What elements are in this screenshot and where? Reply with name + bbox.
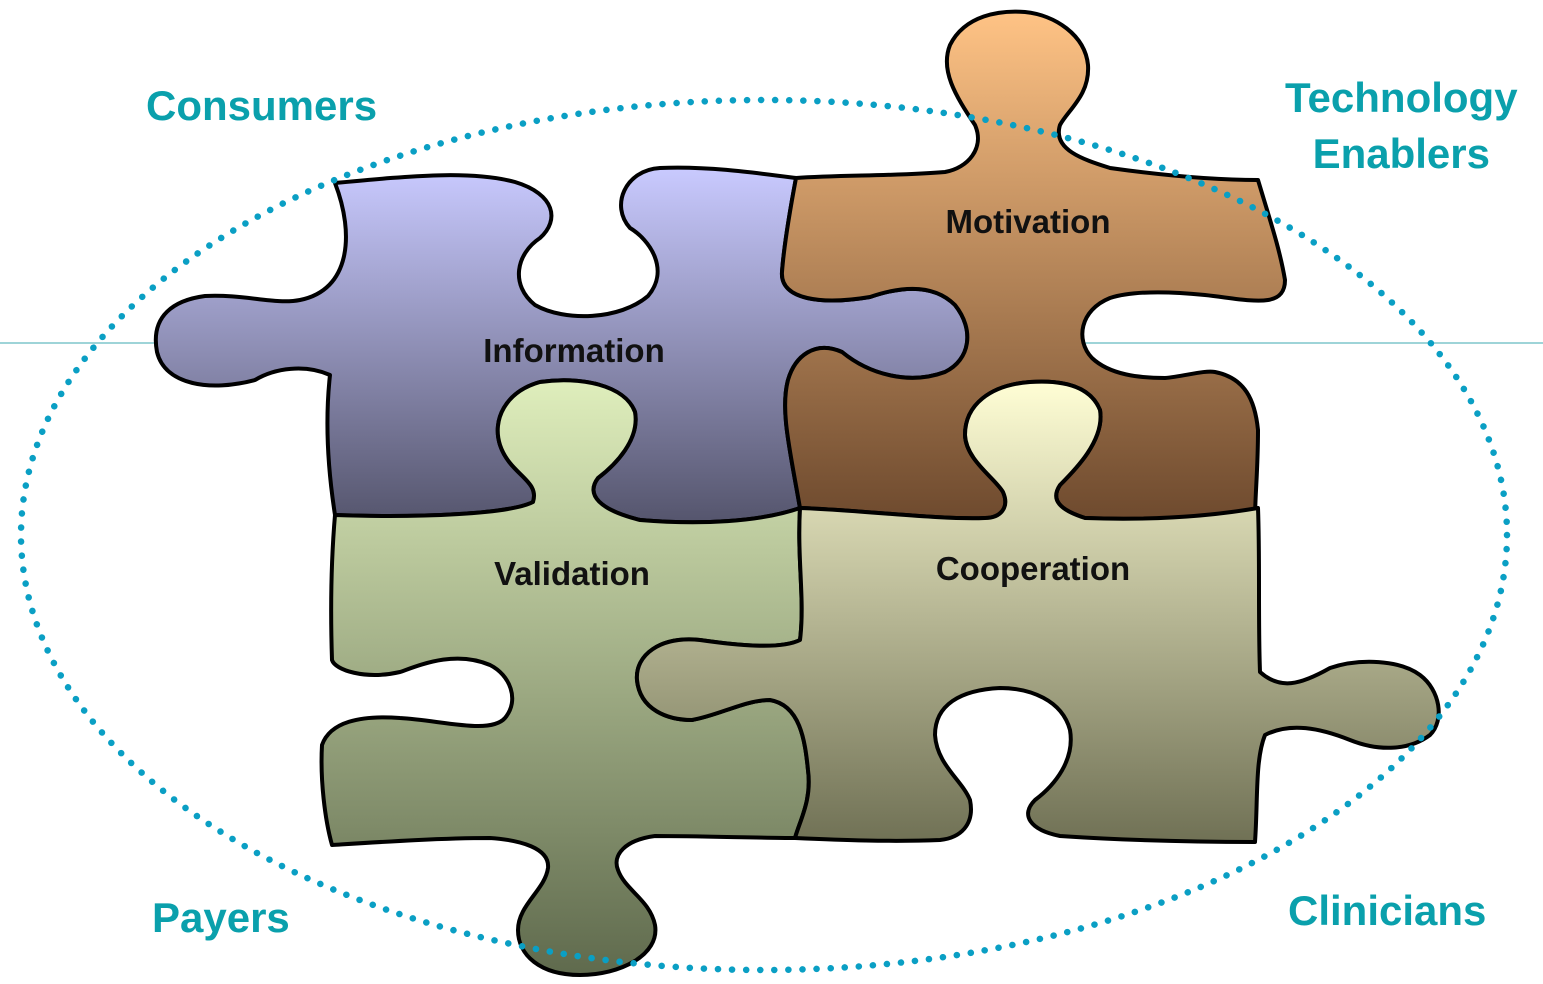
validation-piece [319, 378, 811, 977]
motivation-label: Motivation [946, 203, 1111, 240]
stakeholder-ellipse [17, 96, 1511, 974]
cooperation-label: Cooperation [936, 550, 1130, 587]
payers-label: Payers [152, 894, 290, 941]
consumers-label: Consumers [146, 82, 378, 129]
clinicians-label: Clinicians [1288, 887, 1487, 934]
technology-enablers-label: Technology Enablers [1285, 70, 1518, 182]
motivation-piece [779, 9, 1287, 522]
technology-enablers-line2: Enablers [1312, 130, 1490, 177]
information-label: Information [483, 332, 664, 369]
technology-enablers-line1: Technology [1285, 74, 1518, 121]
cooperation-piece [634, 379, 1441, 844]
validation-label: Validation [494, 555, 650, 592]
